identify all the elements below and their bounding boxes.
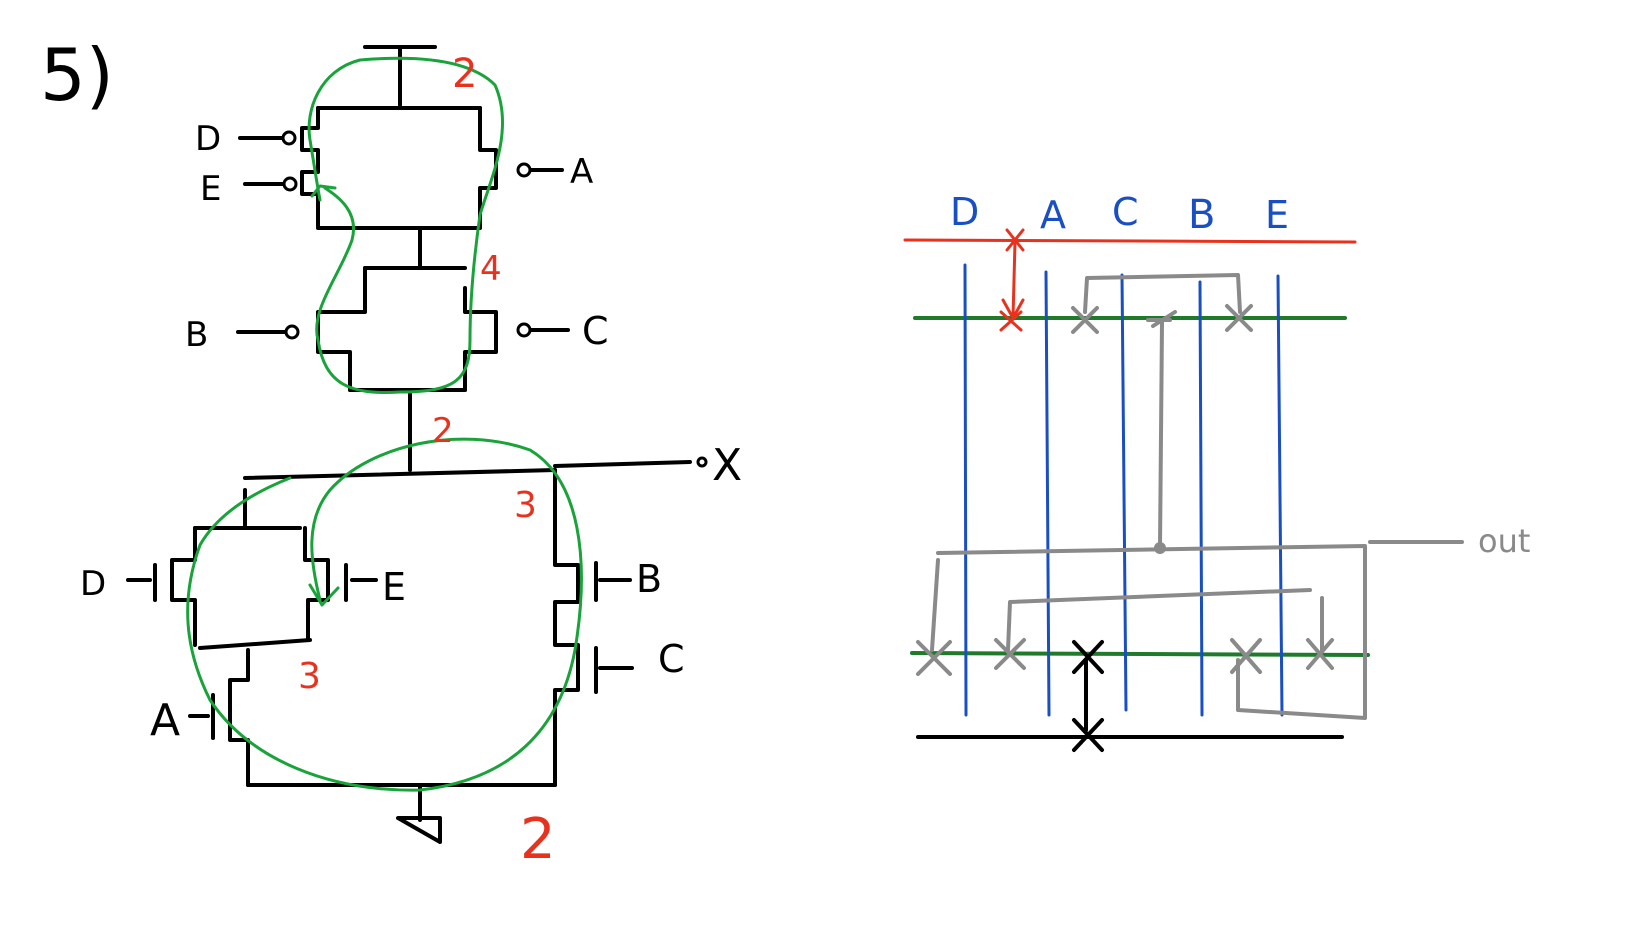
- gate-label-d-bottom: D: [80, 564, 106, 604]
- pull-up-gate-a: A: [516, 152, 593, 192]
- gate-label-e-bottom: E: [382, 565, 406, 609]
- gate-label-b-bottom: B: [636, 557, 662, 601]
- n-diffusion: [910, 651, 1370, 657]
- column-label-b: B: [1188, 192, 1215, 238]
- column-label-e: E: [1265, 193, 1289, 237]
- pull-down-gate-a: A: [150, 693, 215, 746]
- euler-path-pull-up: [307, 56, 504, 394]
- gate-label-d-top: D: [195, 119, 221, 159]
- count-label: 2: [452, 51, 477, 97]
- euler-path-pull-up-arrow: [310, 184, 337, 198]
- stick-diagram: D A C B E out: [903, 190, 1530, 752]
- pull-down-gate-b: B: [594, 557, 662, 602]
- euler-path-pull-down-arrow: [308, 583, 340, 607]
- gate-label-c-bottom: C: [658, 637, 685, 681]
- pull-down-network: [170, 468, 580, 844]
- euler-path-pull-down: [186, 437, 583, 792]
- vdd-rail: [903, 238, 1357, 244]
- pull-up-gate-b: B: [185, 315, 300, 355]
- metal-output-line: [936, 544, 1367, 720]
- output-label-x: X: [712, 440, 742, 491]
- poly-column-e: [1276, 274, 1284, 717]
- pull-down-gate-c: C: [594, 637, 685, 694]
- column-label-a: A: [1040, 193, 1066, 237]
- pull-up-gate-e: E: [200, 169, 298, 209]
- output-node: X: [243, 440, 742, 491]
- count-label: 2: [432, 411, 454, 451]
- column-label-c: C: [1112, 190, 1139, 234]
- count-label: 3: [298, 656, 321, 697]
- gate-label-a-top: A: [570, 152, 593, 192]
- gate-label-b-top: B: [185, 315, 208, 355]
- gate-label-c-top: C: [582, 309, 609, 353]
- metal-top-bridge: [1083, 273, 1242, 314]
- poly-column-a: [1044, 270, 1051, 717]
- output-label-out: out: [1478, 522, 1530, 560]
- column-label-d: D: [950, 190, 979, 234]
- poly-column-b: [1198, 280, 1204, 717]
- pull-up-gate-d: D: [195, 119, 297, 159]
- poly-column-c: [1120, 273, 1128, 712]
- pull-up-gate-c: C: [516, 309, 609, 353]
- gate-label-e-top: E: [200, 169, 221, 209]
- pull-down-gate-e: E: [344, 563, 406, 609]
- pull-up-network: [300, 45, 498, 472]
- gate-label-a-bottom: A: [150, 695, 180, 746]
- count-label: 3: [514, 485, 537, 526]
- count-label: 4: [480, 249, 502, 289]
- poly-column-d: [963, 263, 968, 717]
- pull-down-gate-d: D: [80, 563, 157, 604]
- problem-number: 5): [40, 33, 114, 117]
- count-label: 2: [520, 807, 556, 872]
